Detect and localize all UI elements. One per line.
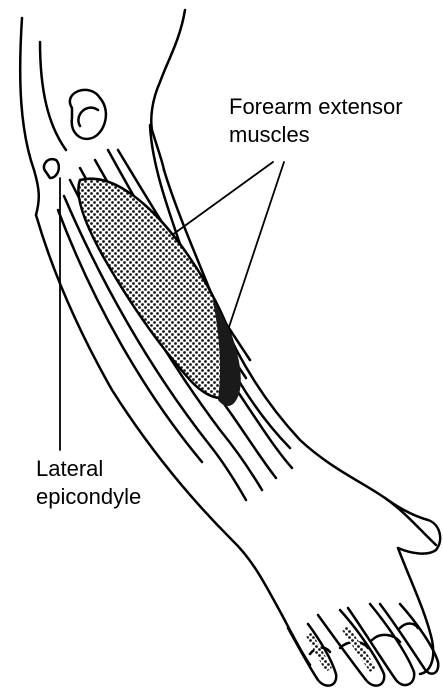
pointer-line-extensor-b bbox=[228, 162, 284, 330]
pointer-line-extensor-a bbox=[168, 162, 273, 238]
lateral-epicondyle-label-line1: Lateral bbox=[36, 456, 103, 482]
upper-arm-outline-left bbox=[20, 18, 39, 215]
forearm-extensor-label-line2: muscles bbox=[229, 122, 310, 148]
elbow-bump-inner bbox=[78, 108, 98, 126]
upper-arm-outline-inner bbox=[40, 42, 66, 150]
extensor-muscle-mass bbox=[78, 179, 238, 398]
forearm-extensor-label-line1: Forearm extensor bbox=[229, 94, 403, 120]
elbow-bump bbox=[70, 90, 106, 139]
hand-outline-thumb bbox=[385, 498, 440, 554]
lateral-epicondyle-bump bbox=[44, 159, 59, 178]
lateral-epicondyle-label-line2: epicondyle bbox=[36, 484, 141, 510]
upper-arm-outline-right bbox=[151, 10, 185, 170]
